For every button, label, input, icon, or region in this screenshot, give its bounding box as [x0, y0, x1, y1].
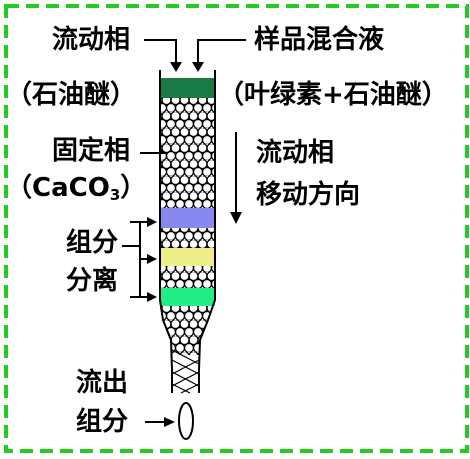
- elute-label-2: 组分: [76, 407, 129, 437]
- sample-label: 样品混合液: [254, 25, 385, 55]
- separation-bracket: [122, 221, 150, 298]
- sample-detail: （叶绿素+石油醚）: [218, 80, 448, 110]
- stationary-detail-sub: 3: [109, 186, 121, 204]
- elute-label-1: 流出: [76, 368, 129, 398]
- mobile-phase-label: 流动相: [52, 25, 131, 55]
- stationary-detail-close: ）: [120, 173, 147, 203]
- dashed-border: [4, 4, 469, 453]
- pigment-band-2: [160, 248, 215, 266]
- solvent-layer: [160, 78, 215, 98]
- mobile-phase-arrowhead: [170, 62, 182, 72]
- bracket-arrowhead-1: [147, 217, 157, 227]
- stationary-phase-detail: （CaCO3）: [6, 175, 146, 203]
- flow-direction-label-1: 流动相: [256, 138, 335, 168]
- pigment-band-1: [160, 208, 215, 228]
- flow-direction-label-2: 移动方向: [256, 180, 361, 210]
- separation-label-2: 分离: [66, 266, 119, 296]
- mobile-phase-detail: （石油醚）: [6, 80, 137, 110]
- eluted-drop: [178, 402, 194, 440]
- mobile-phase-arrow: [144, 39, 177, 66]
- elute-arrowhead: [164, 417, 175, 427]
- pigment-band-3: [160, 288, 215, 306]
- sample-arrow: [197, 39, 246, 66]
- stationary-detail-open: （CaCO: [6, 173, 110, 203]
- separation-label-1: 组分: [66, 228, 119, 258]
- bracket-arrowhead-3: [147, 292, 157, 302]
- bracket-arrowhead-2: [147, 254, 157, 264]
- stationary-phase-label: 固定相: [52, 136, 131, 166]
- column-tip-hatching: [171, 349, 200, 394]
- sample-arrowhead: [192, 62, 204, 72]
- flow-direction-arrowhead: [230, 212, 242, 224]
